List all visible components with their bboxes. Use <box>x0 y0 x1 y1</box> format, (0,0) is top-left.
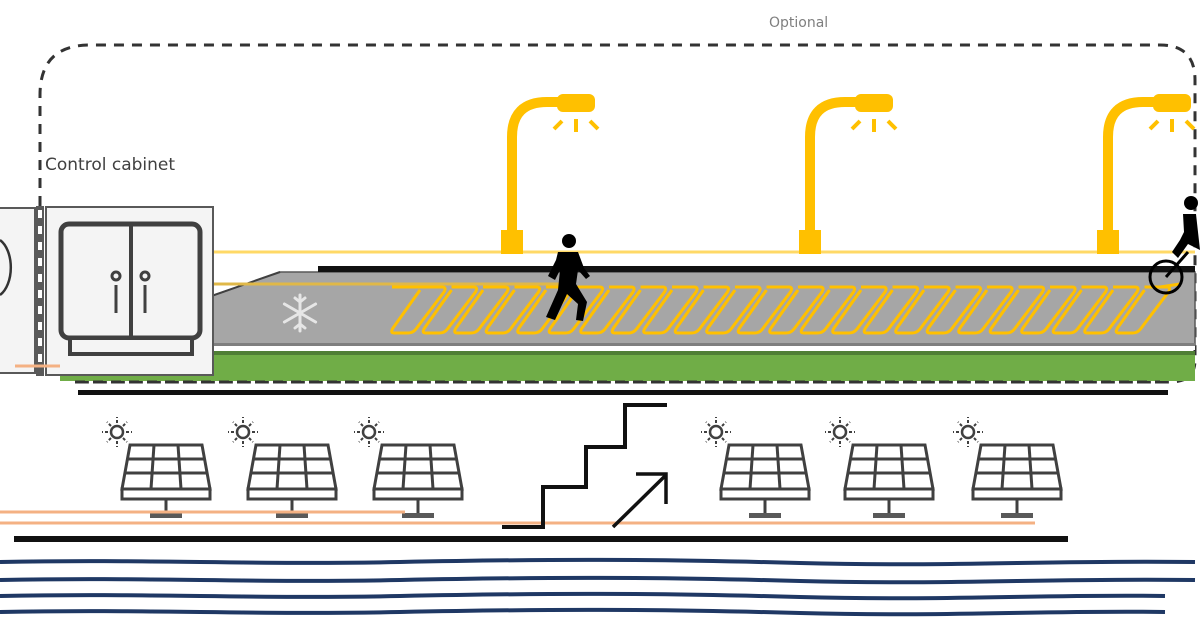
storage-unit <box>0 206 44 376</box>
pedestrian-icon <box>546 234 590 321</box>
optional-boundary <box>38 43 1197 384</box>
sun-icon <box>352 415 386 449</box>
snowflake-icon <box>282 293 318 333</box>
solar-panel-icon <box>372 443 464 520</box>
sun-icon <box>226 415 260 449</box>
cyclist-icon <box>1148 196 1200 295</box>
solar-panel-icon <box>719 443 811 520</box>
diagonal-arrow-icon <box>611 472 668 529</box>
control-cabinet-icon <box>45 206 214 376</box>
water-line <box>0 557 1196 567</box>
solar-panel-icon <box>843 443 935 520</box>
solar-array <box>100 415 1063 520</box>
heating-coil <box>390 282 1181 335</box>
lower-rail <box>14 536 1068 542</box>
street-light-icon <box>799 94 896 254</box>
sun-icon <box>699 415 733 449</box>
water-line <box>0 591 1166 601</box>
street-light-icon <box>501 94 598 254</box>
water-waves-icon <box>0 557 1196 617</box>
water-line <box>0 575 1196 585</box>
step-increase-icon <box>502 403 667 529</box>
solar-panel-icon <box>120 443 212 520</box>
street-light-icon <box>1097 94 1194 254</box>
water-line <box>0 607 1166 617</box>
solar-panel-icon <box>971 443 1063 520</box>
solar-panel-icon <box>246 443 338 520</box>
sun-icon <box>823 415 857 449</box>
control-cabinet-label: Control cabinet <box>45 155 176 175</box>
sun-icon <box>100 415 134 449</box>
sun-icon <box>951 415 985 449</box>
optional-label: Optional <box>769 15 829 31</box>
